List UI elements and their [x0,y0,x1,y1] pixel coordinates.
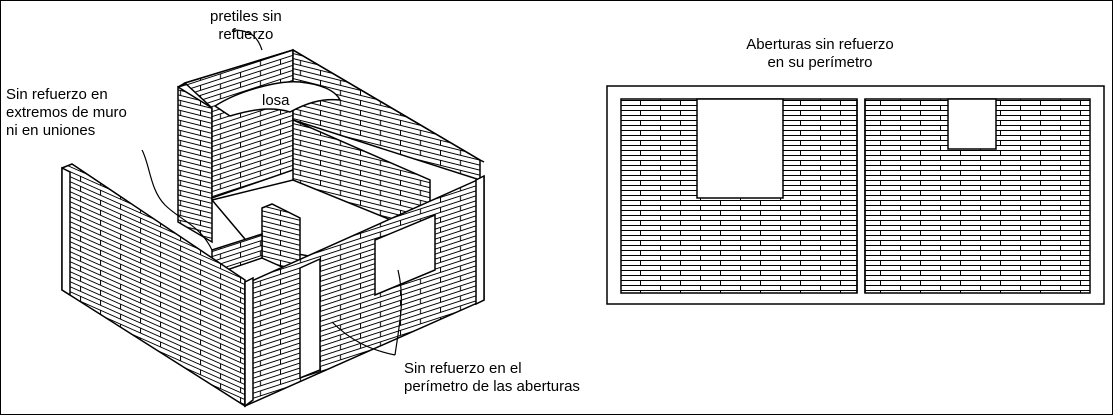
label-losa: losa [262,92,290,109]
back-left-wall [177,85,213,244]
label-aberturas-perimetro-line2: perímetro de las aberturas [404,378,580,395]
large-opening [696,98,784,199]
label-aberturas-perimetro-line1: Sin refuerzo en el [404,360,522,377]
small-opening [947,98,997,150]
label-aberturas-titulo-line2: en su perímetro [767,54,873,71]
label-extremos: Sin refuerzo en extremos de muro ni en u… [6,86,127,140]
isometric-house [61,48,485,408]
leader-lines [141,29,403,356]
label-aberturas-titulo: Aberturas sin refuerzo en su perímetro [700,36,940,72]
label-aberturas-titulo-line1: Aberturas sin refuerzo [746,36,894,53]
window-opening [374,213,436,297]
door-opening [299,257,321,380]
label-aberturas-perimetro: Sin refuerzo en el perímetro de las aber… [404,360,580,396]
label-extremos-line3: ni en uniones [6,122,96,139]
label-pretiles: pretiles sin refuerzo [210,8,282,44]
label-pretiles-line1: pretiles sin [210,8,282,25]
label-extremos-line2: extremos de muro [6,104,127,121]
wall-elevation [606,85,1105,305]
label-pretiles-line2: refuerzo [218,26,274,43]
slab [213,81,342,117]
label-extremos-line1: Sin refuerzo en [6,86,108,103]
